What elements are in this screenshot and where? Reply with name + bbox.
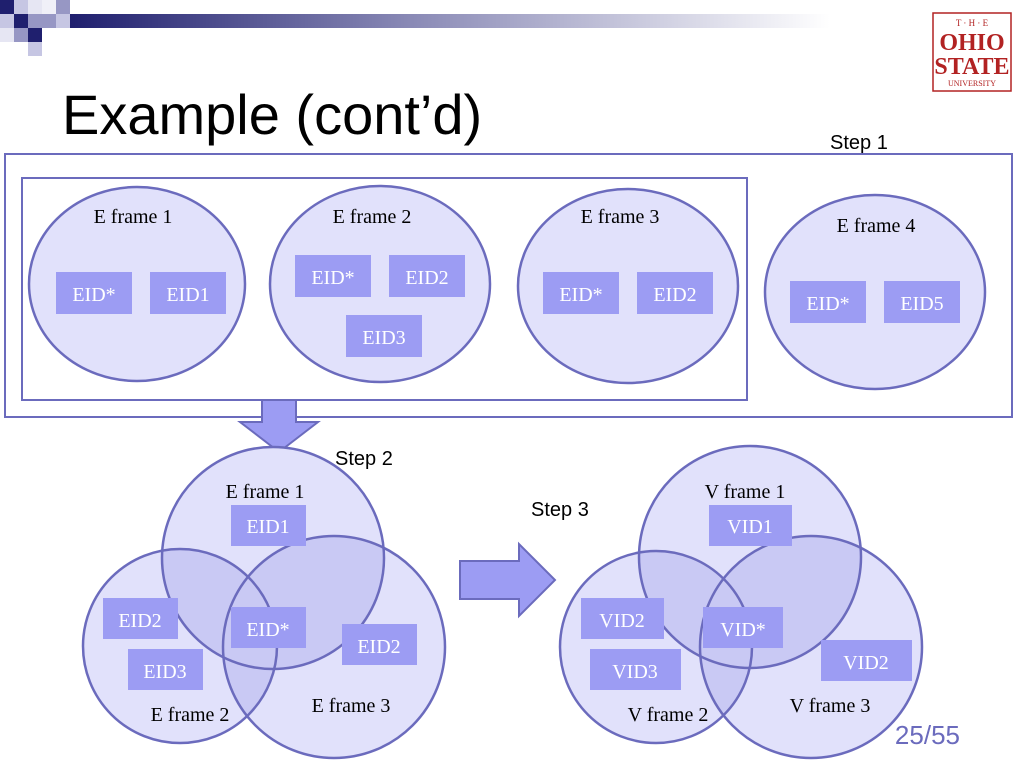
logo-the-text: T · H · E <box>956 18 989 28</box>
venn-v-box-3 <box>590 649 681 690</box>
step1-frame-3-box-2-text: EID2 <box>653 284 696 306</box>
right-arrow-icon <box>459 541 557 619</box>
down-arrow-icon <box>237 399 321 454</box>
venn-e-box-1-text: EID1 <box>246 516 289 538</box>
venn-e-box-3-text: EID3 <box>143 661 186 683</box>
step1-frame-1-title: E frame 1 <box>94 206 173 228</box>
logo-ohio-text: OHIO <box>939 30 1004 56</box>
logo-university-text: UNIVERSITY <box>948 79 996 88</box>
venn-e-box-5 <box>342 624 417 665</box>
step1-frame-1-box-2 <box>150 272 226 314</box>
venn-e-box-2-text: EID2 <box>118 610 161 632</box>
venn-v-box-3-text: VID3 <box>612 661 658 683</box>
venn-e-box-1 <box>231 505 306 546</box>
venn-v-box-1-text: VID1 <box>727 516 773 538</box>
venn-v-box-4-text: VID* <box>720 619 766 641</box>
venn-e-box-4-text: EID* <box>246 619 289 641</box>
venn-e-box-5-text: EID2 <box>357 636 400 658</box>
step1-frame-2-box-3 <box>346 315 422 357</box>
venn-e-box-3 <box>128 649 203 690</box>
logo-state-text: STATE <box>934 54 1009 80</box>
step1-frame-1-box-2-text: EID1 <box>166 284 209 306</box>
step1-frame-4-title: E frame 4 <box>837 215 916 237</box>
venn-v-box-5 <box>821 640 912 681</box>
venn-e-box-2 <box>103 598 178 639</box>
step1-frame-4-box-2 <box>884 281 960 323</box>
step1-frame-3-title: E frame 3 <box>581 206 660 228</box>
venn-v-label-1: V frame 1 <box>705 481 786 503</box>
page-number: 25/55 <box>895 720 960 750</box>
step1-frame-2-box-2 <box>389 255 465 297</box>
step1-frame-3-box-1 <box>543 272 619 314</box>
step1-label: Step 1 <box>830 132 888 154</box>
step1-frame-2-box-3-text: EID3 <box>362 327 405 349</box>
venn-v-box-1 <box>709 505 792 546</box>
venn-e-box-4 <box>231 607 306 648</box>
step1-frame-2-box-2-text: EID2 <box>405 267 448 289</box>
venn-v-box-2 <box>581 598 664 639</box>
venn-e-diagram: E frame 1 E frame 2 E frame 3 EID1 EID2 … <box>81 445 447 760</box>
venn-e-label-2: E frame 2 <box>151 704 230 726</box>
step1-frame-2: E frame 2 EID* EID2 EID3 <box>268 184 492 384</box>
step1-frame-1: E frame 1 EID* EID1 <box>27 185 247 383</box>
step1-frame-4: E frame 4 EID* EID5 <box>763 193 987 391</box>
venn-v-label-2: V frame 2 <box>628 704 709 726</box>
step1-outer-box <box>4 153 1013 418</box>
venn-v-box-5-text: VID2 <box>843 652 889 674</box>
step1-frame-2-title: E frame 2 <box>333 206 412 228</box>
step1-frame-4-box-1-text: EID* <box>806 293 849 315</box>
venn-e-label-3: E frame 3 <box>312 695 391 717</box>
venn-v-label-3: V frame 3 <box>790 695 871 717</box>
step1-frame-3-box-2 <box>637 272 713 314</box>
step1-frame-2-box-1-text: EID* <box>311 267 354 289</box>
step1-frame-1-box-1-text: EID* <box>72 284 115 306</box>
venn-e-label-1: E frame 1 <box>226 481 305 503</box>
step1-frame-4-box-2-text: EID5 <box>900 293 943 315</box>
step1-frame-3: E frame 3 EID* EID2 <box>516 187 740 385</box>
venn-v-box-4 <box>703 607 783 648</box>
step1-frame-3-box-1-text: EID* <box>559 284 602 306</box>
slide-title: Example (cont’d) <box>62 83 482 146</box>
ohio-state-logo: T · H · E OHIO STATE UNIVERSITY <box>932 12 1012 92</box>
step1-frame-4-box-1 <box>790 281 866 323</box>
step3-label: Step 3 <box>531 499 589 521</box>
step1-frame-1-box-1 <box>56 272 132 314</box>
step1-inner-box <box>21 177 748 401</box>
venn-v-diagram: V frame 1 V frame 2 V frame 3 VID1 VID2 … <box>558 444 924 760</box>
step2-label: Step 2 <box>335 448 393 470</box>
step1-frame-2-box-1 <box>295 255 371 297</box>
header-decoration <box>0 0 830 56</box>
venn-v-box-2-text: VID2 <box>599 610 645 632</box>
